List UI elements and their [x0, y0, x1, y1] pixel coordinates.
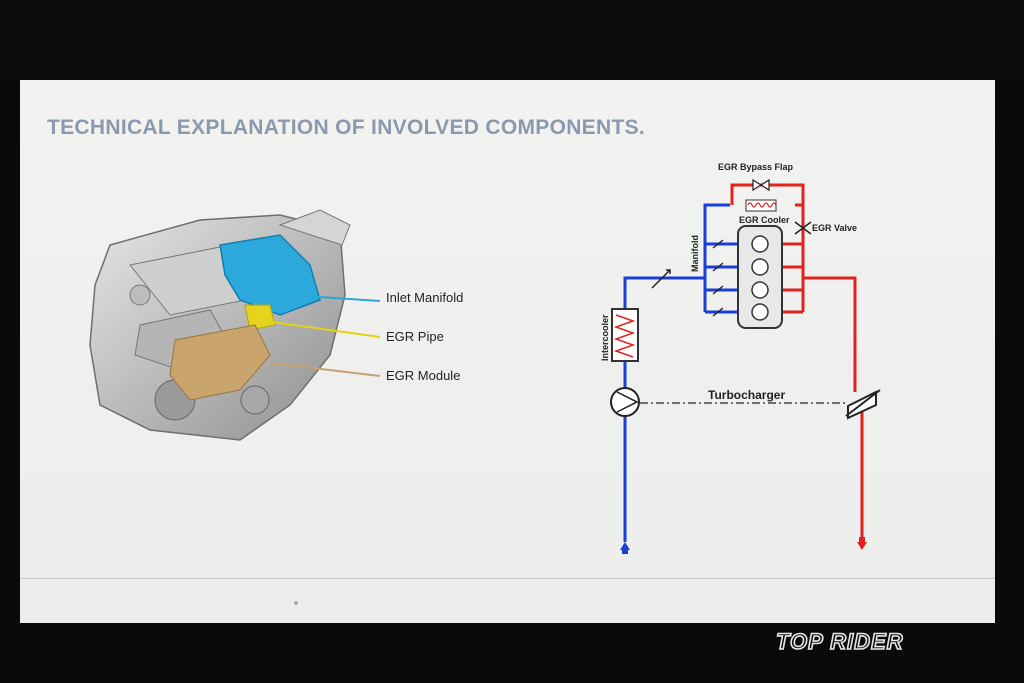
- callout-lines: [264, 295, 381, 377]
- egr-bypass-flap-label: EGR Bypass Flap: [718, 162, 794, 172]
- intercooler-label: Intercooler: [600, 314, 610, 361]
- intercooler-icon: [611, 308, 639, 362]
- egr-pipe-label: EGR Pipe: [386, 329, 444, 344]
- exhaust-arrow-icon: [857, 537, 867, 550]
- intake-line-top: [623, 276, 705, 309]
- slide-footer-dot: [294, 601, 298, 605]
- svg-text:TOP RIDER: TOP RIDER: [776, 629, 904, 654]
- engine-illustration: [89, 209, 351, 441]
- slide-footer-divider: [20, 578, 995, 579]
- top-rider-watermark-logo: TOP RIDER: [776, 628, 904, 654]
- egr-cooler-icon: [745, 199, 777, 212]
- intake-arrow-icon: [620, 542, 630, 554]
- compressor-icon: [610, 387, 640, 417]
- egr-valve-label: EGR Valve: [812, 223, 857, 233]
- inlet-manifold-label: Inlet Manifold: [386, 290, 464, 305]
- egr-pipe-highlight: [244, 304, 276, 331]
- slide-title: TECHNICAL EXPLANATION OF INVOLVED COMPON…: [47, 116, 646, 139]
- egr-cooler-label: EGR Cooler: [739, 215, 790, 225]
- presentation-slide: TECHNICAL EXPLANATION OF INVOLVED COMPON…: [20, 80, 995, 623]
- projection-room-background: [0, 0, 1024, 80]
- manifold-label: Manifold: [690, 235, 700, 272]
- inlet-manifold-highlight: [219, 234, 321, 316]
- exhaust-line-to-turbo: [803, 276, 857, 392]
- egr-valve-icon: [794, 221, 812, 235]
- egr-module-highlight: [169, 324, 271, 401]
- bypass-flap-icon: [752, 178, 770, 192]
- egr-module-label: EGR Module: [386, 368, 461, 383]
- throttle-icon: [651, 269, 671, 289]
- egr-schematic: EGR Bypass Flap EGR Cooler EGR Valve Man…: [600, 162, 881, 554]
- engine-block: [737, 225, 783, 329]
- turbocharger-label: Turbocharger: [708, 388, 785, 402]
- turbine-icon: [845, 389, 881, 420]
